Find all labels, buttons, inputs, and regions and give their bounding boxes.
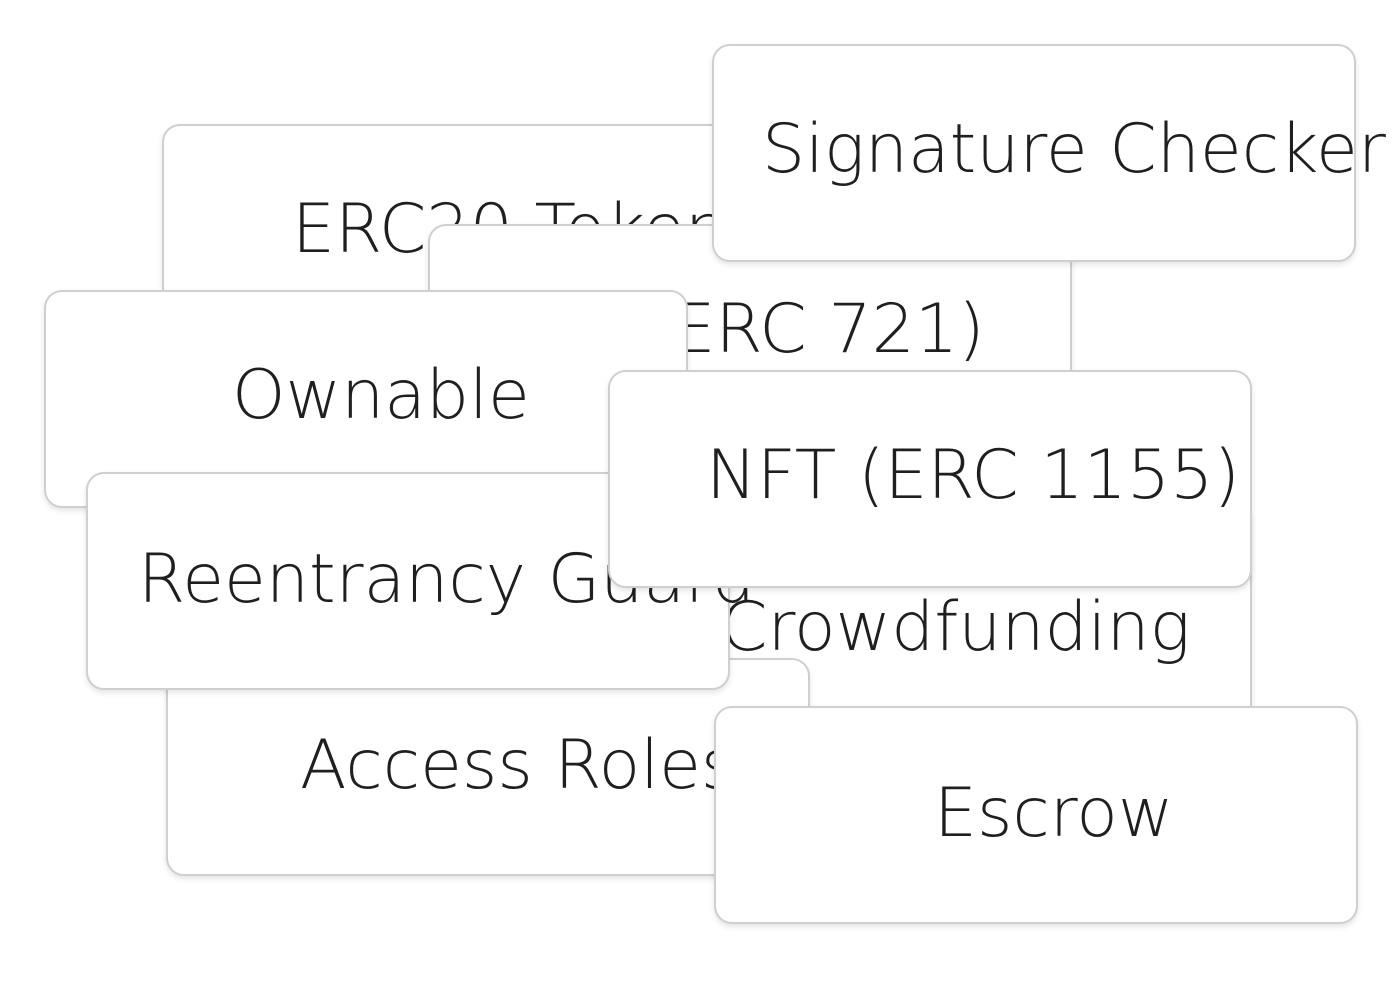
card-crowdfunding-label: Crowdfunding bbox=[720, 588, 1191, 667]
card-signature-checker[interactable]: Signature Checker bbox=[712, 44, 1386, 262]
card-ownable-label: Ownable bbox=[232, 356, 530, 435]
card-access-roles[interactable]: Access Roles bbox=[166, 658, 810, 876]
card-ownable[interactable]: Ownable bbox=[44, 290, 688, 508]
card-escrow[interactable]: Escrow bbox=[714, 706, 1358, 924]
card-access-roles-label: Access Roles bbox=[300, 726, 737, 805]
card-escrow-label: Escrow bbox=[934, 774, 1174, 853]
card-nft-erc1155-label: NFT (ERC 1155) bbox=[706, 436, 1240, 515]
card-nft-erc1155[interactable]: NFT (ERC 1155) bbox=[608, 370, 1252, 588]
card-signature-checker-label: Signature Checker bbox=[762, 110, 1386, 189]
